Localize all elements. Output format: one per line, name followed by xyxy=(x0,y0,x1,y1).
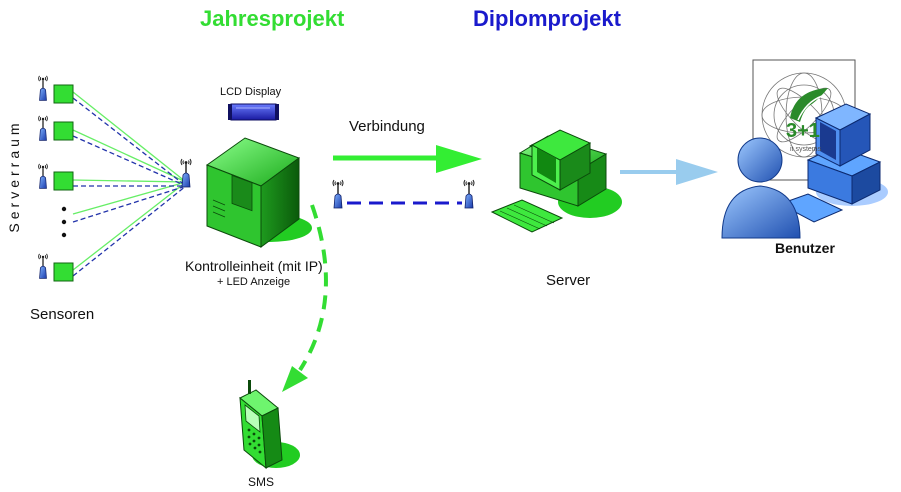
antenna-icon xyxy=(37,163,49,190)
antenna-icon xyxy=(37,253,49,280)
user-computer-icon xyxy=(778,103,888,223)
server-label: Server xyxy=(546,272,591,289)
logo-text: 3+1 xyxy=(786,120,820,142)
sensor-3 xyxy=(37,163,74,191)
antenna-icon xyxy=(463,179,475,209)
antenna-icon xyxy=(180,158,192,188)
sms-label: SMS xyxy=(248,475,275,489)
control-unit-icon xyxy=(205,137,312,248)
sensoren-label: Sensoren xyxy=(30,306,95,323)
sensor-icon xyxy=(53,121,74,141)
sensor-icon xyxy=(53,262,74,282)
user-person-icon xyxy=(721,137,801,239)
sensor-1 xyxy=(37,75,74,104)
sms-connection-arrow xyxy=(282,204,328,392)
sensor-icon xyxy=(53,171,74,191)
lcd-display-label: LCD Display xyxy=(220,86,282,98)
sensor-4 xyxy=(37,253,74,282)
verbindung-arrow xyxy=(333,145,482,173)
logo-subtext: it systems xyxy=(790,146,822,153)
antenna-icon xyxy=(37,75,49,102)
sensor-ellipsis xyxy=(61,206,67,238)
server-computer-icon xyxy=(490,129,622,233)
serverraum-label: Serverraum xyxy=(6,119,22,233)
mobile-phone-icon xyxy=(239,380,300,470)
sensor-connection-lines xyxy=(72,91,187,277)
wireless-link xyxy=(332,179,475,209)
led-anzeige-label: + LED Anzeige xyxy=(217,276,291,288)
user-arrow xyxy=(620,159,718,185)
kontrolleinheit-label: Kontrolleinheit (mit IP) xyxy=(185,258,323,274)
title-jahresprojekt: Jahresprojekt xyxy=(200,6,345,31)
sensor-icon xyxy=(53,84,74,104)
antenna-icon xyxy=(332,179,344,209)
lcd-display-icon xyxy=(228,103,279,121)
title-diplomprojekt: Diplomprojekt xyxy=(473,6,621,31)
benutzer-label: Benutzer xyxy=(775,240,835,256)
verbindung-label: Verbindung xyxy=(349,118,425,135)
antenna-icon xyxy=(37,115,49,142)
sensor-2 xyxy=(37,115,74,142)
